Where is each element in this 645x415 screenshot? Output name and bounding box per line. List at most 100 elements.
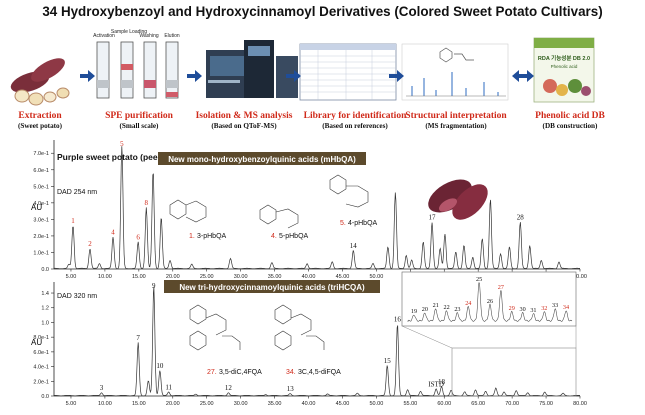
inset-peak-label: 22: [443, 304, 449, 311]
x-tick-label: 30.00: [234, 274, 248, 280]
step-label-db: Phenolic acid DB: [535, 111, 605, 121]
y-tick-label: 1.0e-1: [33, 250, 49, 256]
structure-number: 4.: [271, 233, 277, 240]
inset-trace: [407, 282, 573, 322]
peak-label: 16: [394, 316, 402, 324]
step-sub-db: (DB construction): [542, 122, 598, 130]
inset-peak-label: 33: [552, 302, 558, 309]
step-label-ms: Isolation & MS analysis: [195, 111, 293, 121]
step-sub-ms: (Based on QToF-MS): [211, 122, 277, 130]
arrow-right-icon: [187, 70, 202, 82]
step-label-structural: Structural interpretation: [405, 111, 507, 121]
chromatogram-trace: [54, 286, 581, 397]
inset-peak-label: 24: [465, 300, 471, 307]
arrow-right-icon: [389, 70, 404, 82]
y-tick-label: 1.4: [41, 291, 49, 297]
x-tick-label: 10.00: [98, 401, 112, 407]
structure-number: 1.: [189, 233, 195, 240]
peak-label: 9: [152, 282, 156, 290]
db-cover-image: RDA 기능성분 DB 2.0 Phenolic acid: [533, 37, 595, 103]
step-sub-structural: (MS fragmentation): [425, 122, 487, 130]
structure-name: 5-pHbQA: [279, 233, 309, 240]
peak-label: ISTD: [428, 380, 444, 388]
peak-label: 10: [156, 362, 164, 370]
y-tick-label: 3.0e-1: [33, 217, 49, 223]
inset-peak-label: 30: [519, 306, 525, 313]
structure-name: 3-pHbQA: [197, 233, 227, 240]
y-tick-label: 4.0e-1: [33, 365, 49, 371]
y-tick-label: 0.0: [41, 394, 49, 400]
structure-name: 3C,4,5-diFQA: [298, 369, 341, 376]
arrow-right-icon: [80, 70, 95, 82]
structure-drawing: [169, 174, 369, 229]
inset-peak-label: 32: [541, 305, 547, 312]
zoom-region-box: [451, 347, 577, 397]
x-tick-label: 40.00: [302, 401, 316, 407]
x-tick-label: 60.00: [437, 401, 451, 407]
x-tick-label: 70.00: [505, 401, 519, 407]
y-tick-label: 1.2: [41, 306, 49, 312]
chromatogram-trace: [54, 146, 580, 270]
structure-name: 4-pHbQA: [348, 220, 378, 227]
spe-step-label: Elution: [164, 33, 180, 39]
page-title: 34 Hydroxybenzoyl and Hydroxycinnamoyl D…: [42, 4, 603, 19]
peak-label: 6: [136, 234, 140, 242]
y-tick-label: 2.0e-1: [33, 379, 49, 385]
x-tick-label: 45.00: [336, 274, 350, 280]
peak-label: 1: [71, 217, 75, 225]
peak-label: 28: [517, 214, 525, 222]
structure-name: 3,5-diC,4FQA: [219, 369, 262, 376]
spe-step-label: Activation: [93, 33, 115, 39]
x-tick-label: 20.00: [166, 274, 180, 280]
inset-box: [401, 271, 577, 327]
ms-spectrum-image: [401, 43, 509, 101]
inset-peak-label: 19: [411, 308, 417, 315]
structure-number: 5.: [340, 220, 346, 227]
callout-box: [158, 152, 366, 165]
y-tick-label: 1.0: [41, 320, 49, 326]
inset-peak-label: 27: [498, 284, 504, 291]
peak-label: 13: [287, 385, 295, 393]
x-tick-label: 10.00: [98, 274, 112, 280]
axis-label-y: AU: [31, 338, 42, 347]
inset-peak-label: 29: [509, 305, 515, 312]
x-tick-label: 5.00: [66, 274, 77, 280]
x-tick-label: 40.00: [302, 274, 316, 280]
detector-label: DAD 254 nm: [57, 189, 97, 196]
x-tick-label: 80.00: [573, 401, 587, 407]
structure-number: 27.: [207, 369, 217, 376]
sweet-potato-photo: [428, 179, 488, 220]
arrow-left-right-icon: [512, 70, 534, 82]
y-tick-label: 0.0: [41, 267, 49, 273]
sweet-potato-image: [10, 58, 70, 106]
peak-label: 15: [384, 357, 392, 365]
callout-box: [164, 280, 380, 293]
x-tick-label: 55.00: [403, 401, 417, 407]
step-sub-spe: (Small scale): [119, 122, 159, 130]
peak-label: 12: [225, 384, 233, 392]
step-label-spe: SPE purification: [105, 111, 173, 121]
y-tick-label: 6.0e-1: [33, 168, 49, 174]
x-tick-label: 35.00: [268, 274, 282, 280]
structure-drawing: [189, 304, 325, 351]
peak-label: 3: [100, 384, 104, 392]
callout-text: New tri-hydroxycinnamoylquinic acids (tr…: [179, 283, 365, 292]
x-tick-label: 5.00: [66, 401, 77, 407]
peak-label: 14: [350, 242, 358, 250]
step-label-extraction: Extraction: [18, 111, 62, 121]
ms-instrument-image: [206, 40, 298, 98]
inset-peak-label: 23: [454, 306, 460, 313]
zoom-connector: [401, 325, 453, 349]
x-tick-label: 20.00: [166, 401, 180, 407]
peak-label: 17: [429, 214, 437, 222]
spe-cartridges-image: Activation Sample Loading Washing Elutio…: [93, 29, 180, 99]
peak-label: 11: [165, 383, 172, 391]
y-tick-label: 7.0e-1: [33, 151, 49, 157]
axis-label-y: AU: [31, 203, 42, 212]
library-table-image: [299, 43, 397, 101]
callout-text: New mono-hydroxybenzoylquinic acids (mHb…: [168, 155, 356, 164]
inset-peak-label: 26: [487, 298, 493, 305]
x-tick-label: 50.00: [370, 401, 384, 407]
x-tick-label: 25.00: [200, 274, 214, 280]
